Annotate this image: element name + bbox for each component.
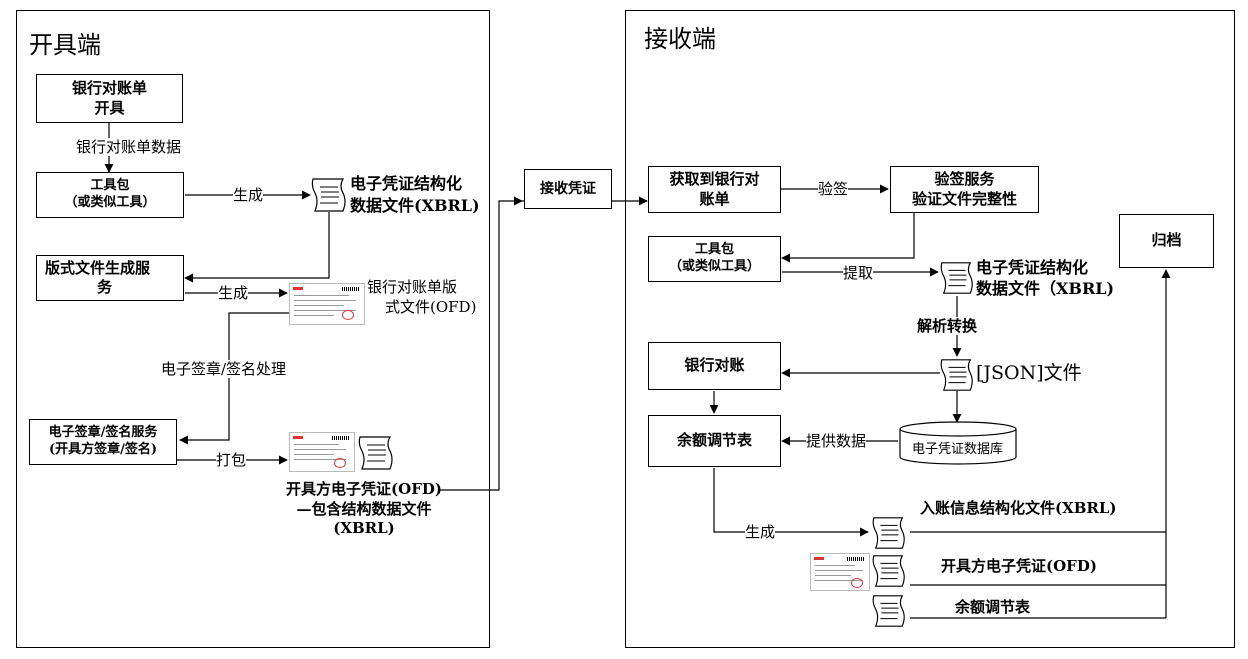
xbrl-label-right-line2: 数据文件（XBRL) xyxy=(976,278,1115,298)
signature-service-line1: 电子签章/签名服务 xyxy=(48,425,158,441)
get-statement-box[interactable]: 获取到银行对 账单 xyxy=(648,166,781,213)
package-label: 开具方电子凭证(OFD) —包含结构数据文件 (XBRL) xyxy=(264,480,464,539)
xbrl-label-left: 电子凭证结构化 数据文件(XBRL) xyxy=(350,173,480,216)
balance-sheet-box[interactable]: 余额调节表 xyxy=(648,415,781,467)
json-label: [JSON]文件 xyxy=(976,362,1082,384)
toolkit-right-line2: （或类似工具） xyxy=(668,259,760,274)
archive-box[interactable]: 归档 xyxy=(1119,214,1214,268)
extract-label: 提取 xyxy=(843,264,874,282)
pack-label: 打包 xyxy=(216,451,247,469)
ofd-thumbnail-package xyxy=(289,432,355,472)
toolkit-left-line2: （或类似工具） xyxy=(64,195,156,210)
parse-label: 解析转换 xyxy=(917,317,978,335)
package-label-line3: (XBRL) xyxy=(333,519,395,537)
entry-xbrl-label: 入账信息结构化文件(XBRL) xyxy=(920,499,1117,517)
package-label-line1: 开具方电子凭证(OFD) xyxy=(286,480,442,498)
generate-label-1: 生成 xyxy=(233,186,264,204)
ofd-thumbnail-right xyxy=(810,553,870,591)
issue-statement-box[interactable]: 银行对账单 开具 xyxy=(36,74,183,123)
toolkit-left-line1: 工具包 xyxy=(90,178,130,194)
get-statement-line1: 获取到银行对 xyxy=(669,170,760,188)
signature-service-box[interactable]: 电子签章/签名服务 (开具方签章/签名) xyxy=(29,419,177,465)
get-statement-line2: 账单 xyxy=(699,189,730,208)
issue-statement-line1: 银行对账单 xyxy=(71,79,147,97)
generate-label-3: 生成 xyxy=(745,523,776,541)
xbrl-document-icon-right xyxy=(940,262,973,294)
ofd-document-icon-right xyxy=(872,555,905,587)
xbrl-label-left-line1: 电子凭证结构化 xyxy=(350,174,463,193)
verify-service-box[interactable]: 验签服务 验证文件完整性 xyxy=(890,166,1039,213)
receiver-panel-title: 接收端 xyxy=(644,25,716,53)
balance-document-icon xyxy=(872,595,905,627)
archive-label: 归档 xyxy=(1151,231,1182,250)
statement-data-label: 银行对账单数据 xyxy=(76,138,182,156)
toolkit-box-left[interactable]: 工具包 （或类似工具） xyxy=(36,172,184,218)
ofd-label-left: 银行对账单版 式文件(OFD) xyxy=(367,277,476,318)
reconciliation-label: 银行对账 xyxy=(684,356,745,375)
issuer-panel-title: 开具端 xyxy=(29,31,101,59)
xbrl-document-icon-package xyxy=(358,436,393,470)
provide-data-label: 提供数据 xyxy=(806,432,867,450)
issue-statement-line2: 开具 xyxy=(94,98,125,117)
receive-voucher-box[interactable]: 接收凭证 xyxy=(524,169,612,209)
issuer-panel: 开具端 xyxy=(16,10,490,648)
package-label-line2: —包含结构数据文件 xyxy=(296,499,432,518)
ofd-label-left-line1: 银行对账单版 xyxy=(367,278,458,296)
toolkit-box-right[interactable]: 工具包 （或类似工具） xyxy=(648,236,781,282)
ofd-label-right: 开具方电子凭证(OFD) xyxy=(941,557,1097,575)
layout-service-box[interactable]: 版式文件生成服 务 xyxy=(36,255,184,301)
xbrl-label-left-line2: 数据文件(XBRL) xyxy=(350,195,480,215)
receive-voucher-label: 接收凭证 xyxy=(540,180,596,197)
balance-doc-label: 余额调节表 xyxy=(955,598,1031,616)
verify-service-line2: 验证文件完整性 xyxy=(911,189,1017,208)
ofd-thumbnail-left xyxy=(289,283,365,325)
layout-service-line2: 务 xyxy=(97,278,113,296)
balance-sheet-label: 余额调节表 xyxy=(676,431,752,450)
entry-xbrl-document-icon xyxy=(872,517,905,549)
verify-service-line1: 验签服务 xyxy=(934,170,995,188)
xbrl-label-right: 电子凭证结构化 数据文件（XBRL) xyxy=(976,258,1114,300)
signature-service-line2: (开具方签章/签名) xyxy=(48,442,158,457)
receiver-panel: 接收端 xyxy=(625,10,1235,648)
xbrl-document-icon-left xyxy=(311,178,346,212)
verify-label: 验签 xyxy=(818,180,849,198)
xbrl-label-right-line1: 电子凭证结构化 xyxy=(976,258,1089,277)
json-document-icon xyxy=(940,359,973,391)
generate-label-2: 生成 xyxy=(218,284,249,302)
database-label: 电子凭证数据库 xyxy=(912,442,1004,457)
reconciliation-box[interactable]: 银行对账 xyxy=(648,342,781,390)
layout-service-line1: 版式文件生成服 xyxy=(45,258,151,277)
ofd-label-left-line2: 式文件(OFD) xyxy=(385,298,477,317)
database-icon xyxy=(899,421,1017,465)
toolkit-right-line1: 工具包 xyxy=(694,242,734,258)
sign-process-label: 电子签章/签名处理 xyxy=(159,360,289,378)
